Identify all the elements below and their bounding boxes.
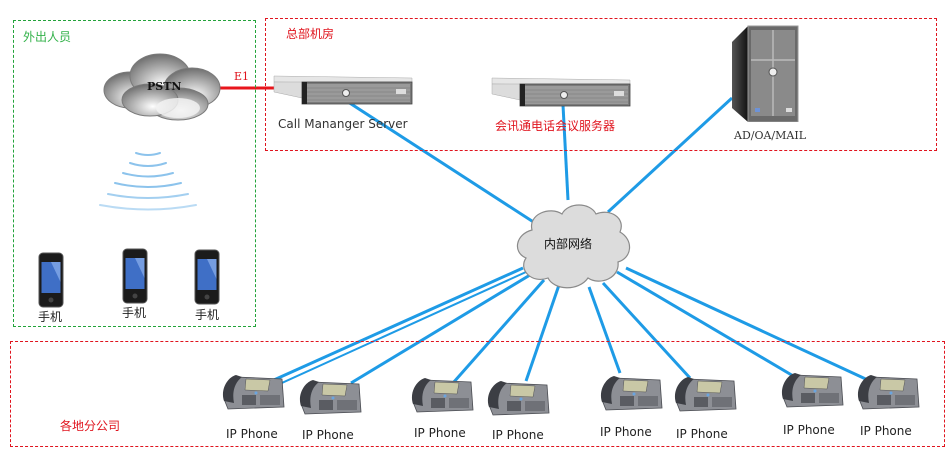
- ip-phone-label: IP Phone: [860, 424, 912, 438]
- e1-label: E1: [234, 70, 250, 83]
- ip-phone-label: IP Phone: [783, 423, 835, 437]
- conference-server-label: 会讯通电话会议服务器: [495, 119, 616, 133]
- desk-phone-icon: [600, 376, 663, 411]
- mobile-zone: 外出人员: [13, 20, 256, 327]
- ip-phone-label: IP Phone: [302, 428, 354, 442]
- call-manager-server-icon: [273, 75, 413, 105]
- ip-phone: [407, 372, 475, 418]
- ip-phone: [295, 374, 363, 420]
- hq-zone: 总部机房: [265, 18, 937, 151]
- desk-phone-icon: [857, 375, 920, 410]
- mobile-phone-2: [122, 248, 148, 304]
- ip-phone-label: IP Phone: [676, 427, 728, 441]
- link-ipphone-2: [350, 273, 531, 385]
- link-conference-network: [561, 104, 570, 201]
- desk-phone-icon: [487, 381, 550, 416]
- link-callmanager-network: [344, 98, 536, 225]
- smartphone-icon: [194, 249, 220, 305]
- ip-phone-label: IP Phone: [414, 426, 466, 440]
- internal-network-cloud-icon[interactable]: [510, 200, 634, 290]
- desk-phone-icon: [411, 378, 474, 413]
- ip-phone: [670, 371, 738, 417]
- link-ad-network: [606, 96, 734, 214]
- ip-phone: [853, 369, 921, 415]
- conference-server-icon: [491, 77, 631, 107]
- smartphone-icon: [38, 252, 64, 308]
- desk-phone-icon: [781, 373, 844, 408]
- desk-phone-icon: [674, 377, 737, 412]
- branches-zone: 各地分公司: [10, 341, 945, 447]
- link-ipphone-1b: [261, 271, 527, 393]
- link-ipphone-6: [601, 281, 692, 380]
- mobile-phone-1: [38, 252, 64, 308]
- branches-zone-label: 各地分公司: [60, 419, 121, 433]
- desk-phone-icon: [299, 380, 362, 415]
- link-ipphone-1: [255, 266, 524, 390]
- link-ipphone-4: [524, 284, 561, 382]
- mobile-zone-label: 外出人员: [23, 30, 72, 44]
- mobile-phone-2-label: 手机: [122, 306, 147, 320]
- internal-network-label: 内部网络: [544, 237, 593, 251]
- mobile-phone-3: [194, 249, 220, 305]
- ip-phone-label: IP Phone: [600, 425, 652, 439]
- link-ipphone-3: [451, 279, 546, 384]
- ip-phone: [777, 367, 845, 413]
- link-ipphone-5: [587, 286, 622, 374]
- ip-phone: [596, 370, 664, 416]
- mobile-phone-3-label: 手机: [195, 308, 220, 322]
- hq-zone-label: 总部机房: [286, 27, 335, 41]
- link-ipphone-7: [616, 270, 796, 379]
- mobile-phone-1-label: 手机: [38, 310, 63, 324]
- ip-phone-label: IP Phone: [226, 427, 278, 441]
- smartphone-icon: [122, 248, 148, 304]
- wireless-signal-icon: [99, 152, 197, 211]
- ad-oa-mail-label: AD/OA/MAIL: [734, 129, 806, 142]
- desk-phone-icon: [222, 375, 285, 410]
- pstn-label: PSTN: [147, 80, 182, 93]
- link-ipphone-8: [625, 266, 871, 383]
- call-manager-label: Call Mananger Server: [278, 117, 408, 131]
- pstn-cloud-icon: [103, 53, 221, 121]
- ip-phone: [218, 369, 286, 415]
- ip-phone: [483, 375, 551, 421]
- ip-phone-label: IP Phone: [492, 428, 544, 442]
- ad-oa-mail-server-icon: [732, 25, 799, 122]
